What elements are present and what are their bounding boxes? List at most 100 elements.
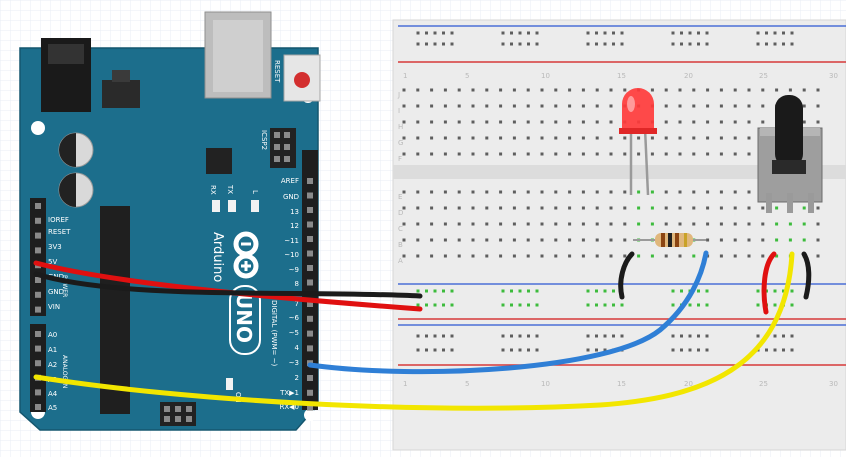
rail-hole (527, 348, 530, 352)
breadboard-hole (526, 238, 530, 242)
breadboard-hole (526, 136, 530, 140)
rail-hole (790, 334, 794, 338)
breadboard-hole (706, 120, 710, 124)
breadboard-hole (733, 254, 737, 258)
pin-label: GND (48, 288, 64, 296)
rail-hole (756, 42, 760, 46)
rail-hole (510, 334, 513, 338)
breadboard-hole (471, 254, 475, 258)
mounting-hole (31, 121, 45, 135)
header-pin (35, 232, 41, 239)
breadboard-hole (816, 238, 820, 242)
icsp2-header (270, 128, 296, 168)
header-pin (307, 301, 313, 307)
pin-label: A5 (48, 404, 57, 412)
col-number: 20 (684, 72, 693, 80)
breadboard-hole (512, 120, 516, 124)
breadboard-hole (485, 254, 489, 258)
breadboard-hole (650, 136, 654, 140)
breadboard-hole (568, 136, 572, 140)
breadboard-hole (512, 104, 516, 108)
rail-hole (510, 303, 513, 307)
col-number: 5 (465, 380, 469, 388)
col-number: 30 (829, 72, 838, 80)
icsp-pin (175, 406, 181, 412)
power-header (30, 198, 46, 316)
breadboard-hole (788, 238, 792, 242)
breadboard-hole (568, 222, 572, 226)
l-label: L (251, 190, 259, 194)
rail-hole (425, 289, 428, 293)
breadboard-hole (719, 104, 723, 108)
rail-hole (518, 348, 522, 352)
rail-hole (773, 289, 777, 293)
rail-hole (697, 348, 700, 352)
resistor-band (684, 233, 687, 247)
rail-hole (773, 31, 777, 35)
breadboard-hole (706, 222, 710, 226)
header-pin (35, 360, 41, 367)
breadboard-hole (692, 88, 696, 92)
breadboard-hole (554, 238, 558, 242)
rail-hole (782, 31, 785, 35)
col-number: 15 (617, 380, 626, 388)
breadboard-hole (499, 120, 503, 124)
pin-label: ~11 (284, 237, 299, 245)
breadboard-hole (526, 88, 530, 92)
breadboard-hole (540, 190, 544, 194)
pin-label: RESET (48, 228, 71, 236)
breadboard-hole (512, 190, 516, 194)
breadboard-hole (747, 238, 751, 242)
rail-hole (510, 348, 513, 352)
rail-hole (603, 348, 607, 352)
breadboard-hole (581, 104, 585, 108)
header-pin (307, 207, 313, 213)
pin-label: TX▶1 (279, 389, 299, 397)
rail-hole (595, 334, 598, 338)
breadboard-hole (416, 104, 420, 108)
row-letter: E (398, 193, 402, 201)
header-pin (35, 277, 41, 283)
rail-hole (527, 303, 530, 307)
header-pin (35, 404, 41, 410)
breadboard-hole (706, 104, 710, 108)
rail-hole (612, 303, 615, 307)
col-number: 10 (541, 380, 550, 388)
pin-label: 8 (295, 280, 299, 288)
rail-hole (586, 31, 590, 35)
breadboard-hole (747, 88, 751, 92)
rail-hole (603, 42, 607, 46)
breadboard-hole (540, 254, 544, 258)
capacitor-stripe (59, 133, 76, 167)
pin-label: IOREF (48, 216, 69, 224)
breadboard-hole (747, 254, 751, 258)
breadboard-hole (471, 238, 475, 242)
rail-hole (671, 334, 675, 338)
rail-hole (433, 334, 437, 338)
rail-hole (680, 334, 683, 338)
led-leg (643, 127, 650, 196)
rail-hole (527, 289, 530, 293)
pot-knob (775, 95, 803, 167)
breadboard-hole (802, 206, 806, 210)
breadboard-hole (430, 136, 434, 140)
breadboard-hole (471, 88, 475, 92)
breadboard-hole (457, 222, 461, 226)
uno-label: UNO (232, 293, 256, 343)
breadboard-hole (526, 104, 530, 108)
header-pin (307, 345, 313, 352)
rail-hole (416, 42, 420, 46)
breadboard-hole (568, 254, 572, 258)
rail-hole (416, 348, 420, 352)
breadboard-hole (554, 206, 558, 210)
pin-label: 2 (295, 374, 299, 382)
breadboard-hole (733, 152, 737, 156)
header-pin (35, 331, 41, 337)
breadboard-hole (402, 120, 406, 124)
header-pin (307, 178, 313, 184)
col-number: 25 (759, 72, 768, 80)
rail-hole (586, 303, 590, 307)
breadboard-hole (402, 136, 406, 140)
breadboard-hole (443, 238, 447, 242)
breadboard-hole (471, 190, 475, 194)
